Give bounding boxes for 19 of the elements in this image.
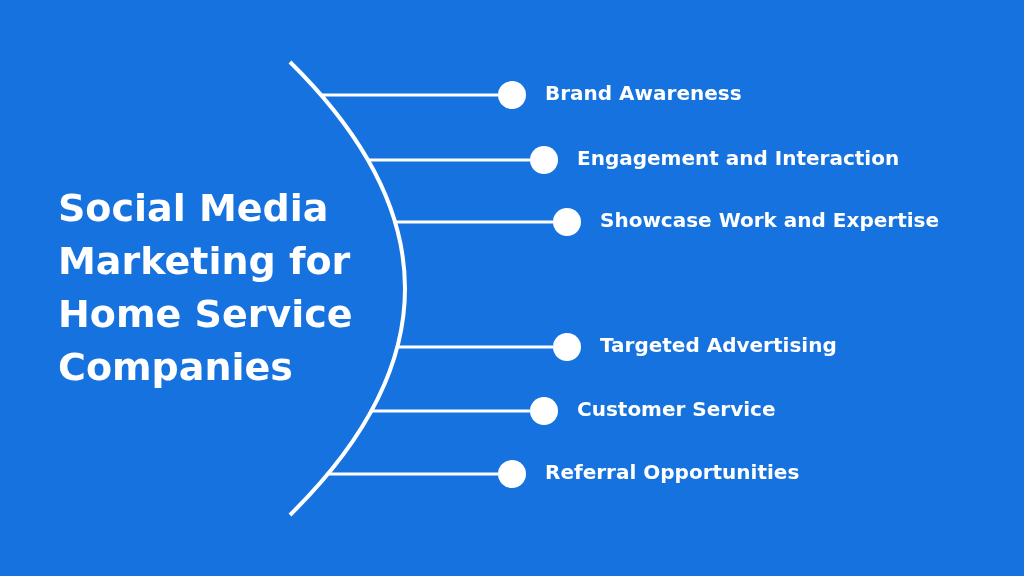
bullet-dot xyxy=(498,460,526,488)
item-label: Engagement and Interaction xyxy=(577,146,900,170)
title: Social Media Marketing for Home Service Companies xyxy=(58,185,354,391)
item-label: Showcase Work and Expertise xyxy=(600,208,940,232)
bullet-dot xyxy=(498,81,526,109)
bullet-dot xyxy=(553,208,581,236)
item-label: Targeted Advertising xyxy=(600,333,837,357)
connector-line xyxy=(327,472,498,476)
bullet-dot xyxy=(530,146,558,174)
connector-line xyxy=(368,158,530,162)
item-label: Brand Awareness xyxy=(545,81,742,105)
item-label: Customer Service xyxy=(577,397,776,421)
connector-line xyxy=(397,345,553,349)
connector-line xyxy=(395,220,553,224)
connector-line xyxy=(371,409,530,413)
connector-line xyxy=(321,93,498,97)
bullet-dot xyxy=(553,333,581,361)
bullet-dot xyxy=(530,397,558,425)
item-label: Referral Opportunities xyxy=(545,460,800,484)
